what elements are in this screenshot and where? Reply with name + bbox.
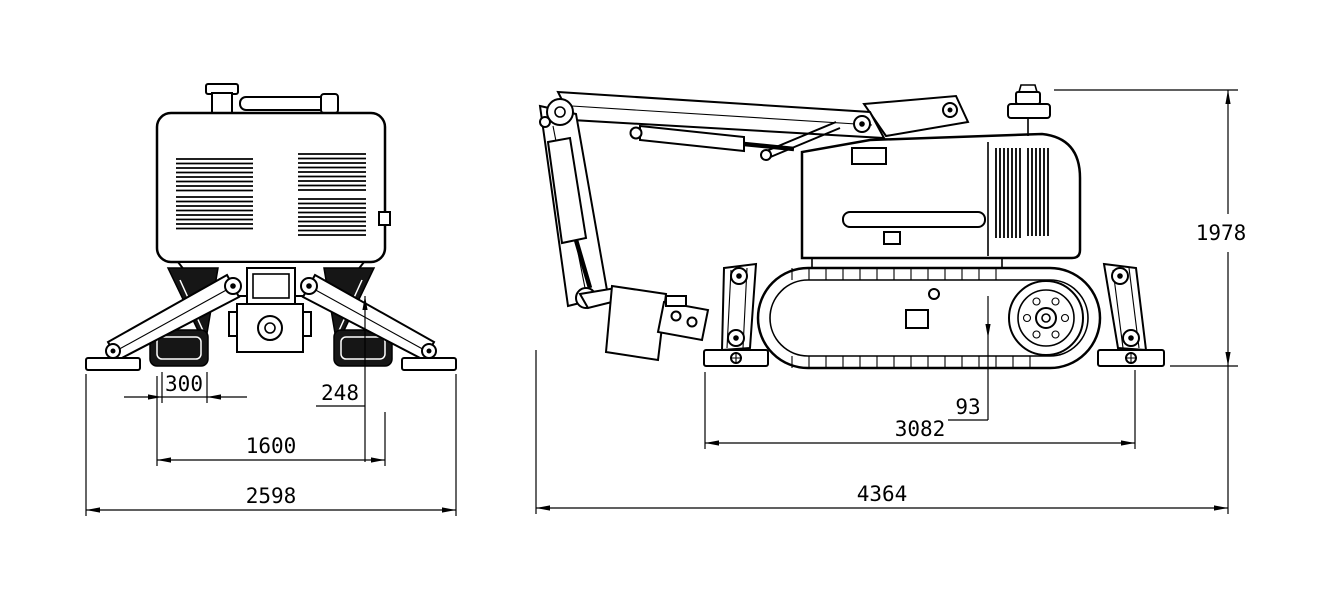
track-frame-pin — [928, 288, 940, 300]
dimension-300-label: 300 — [165, 372, 203, 396]
tool-mount — [578, 284, 710, 362]
rear-outrigger — [1097, 262, 1165, 367]
dimension-248: 248 — [316, 296, 368, 462]
dimension-1600-label: 1600 — [246, 434, 297, 458]
tilt-cylinder — [760, 121, 841, 161]
body-hatch — [851, 147, 887, 165]
dimension-93: 93 — [948, 296, 991, 421]
front-view — [85, 83, 457, 371]
dimension-2598-label: 2598 — [246, 484, 297, 508]
dipper-cylinder — [546, 136, 593, 289]
dimension-300: 300 — [124, 372, 247, 403]
boom-mount-bracket — [862, 94, 970, 138]
engine-housing — [155, 111, 387, 264]
side-view — [538, 84, 1165, 370]
drive-sprocket — [1008, 280, 1084, 356]
dimension-4364: 4364 — [535, 350, 1229, 514]
dimension-3082-label: 3082 — [895, 417, 946, 441]
dimension-4364-label: 4364 — [857, 482, 908, 506]
vent-grille-left-upper — [176, 158, 253, 192]
housing-latch — [378, 211, 391, 226]
front-outrigger — [703, 262, 769, 367]
right-track — [333, 329, 393, 367]
exhaust-stack — [205, 83, 339, 116]
slew-unit — [228, 267, 312, 353]
track-links-top — [791, 268, 997, 280]
track-links-bottom — [791, 356, 1031, 368]
dimension-1978-label: 1978 — [1196, 221, 1247, 245]
beacon — [1007, 84, 1051, 136]
body-vent-grille — [995, 148, 1049, 238]
vent-grille-right-lower — [298, 198, 366, 236]
machine-body — [800, 132, 1082, 260]
body-handle — [842, 211, 986, 228]
dimension-248-label: 248 — [321, 381, 359, 405]
dimension-1600: 1600 — [156, 376, 386, 466]
boom-cylinder — [629, 124, 795, 153]
right-outrigger — [300, 273, 457, 371]
left-track — [149, 329, 209, 367]
dimension-93-label: 93 — [955, 395, 980, 419]
vent-grille-left-lower — [176, 196, 253, 230]
dimension-1978: 1978 — [1054, 89, 1247, 367]
track-frame-box — [905, 309, 929, 329]
dimension-3082: 3082 — [704, 370, 1136, 449]
left-outrigger — [85, 273, 242, 371]
vent-grille-right-upper — [298, 153, 366, 191]
track-assembly — [756, 258, 1102, 370]
body-plug — [883, 231, 901, 245]
dimension-2598: 2598 — [85, 374, 457, 516]
